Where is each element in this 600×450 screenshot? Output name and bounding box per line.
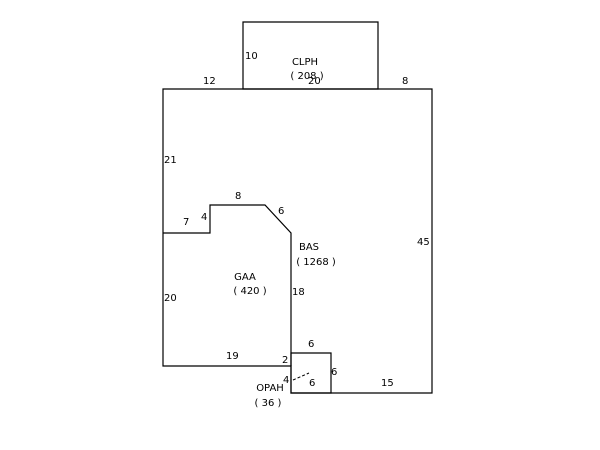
dim-gaa-diag: 6 bbox=[278, 206, 284, 217]
dim-bottom-right: 15 bbox=[381, 378, 394, 389]
dim-porch-bottom: 6 bbox=[309, 378, 315, 389]
clph-sqft-label: ( 208 ) bbox=[290, 71, 323, 82]
dim-gaa-top: 8 bbox=[235, 191, 241, 202]
opah-outline bbox=[290, 352, 332, 394]
gaa-sqft-label: ( 420 ) bbox=[233, 286, 266, 297]
dim-gaa-jog: 2 bbox=[282, 355, 288, 366]
dim-left-upper: 21 bbox=[164, 155, 177, 166]
dim-gaa-right: 18 bbox=[292, 287, 305, 298]
clph-code-label: CLPH bbox=[292, 57, 318, 68]
dim-top-right: 8 bbox=[402, 76, 408, 87]
dim-gaa-bottom: 19 bbox=[226, 351, 239, 362]
dim-gaa-step-vert: 4 bbox=[201, 212, 207, 223]
dim-left-lower: 20 bbox=[164, 293, 177, 304]
opah-sqft-label: ( 36 ) bbox=[255, 398, 282, 409]
dim-clph-bottom: 20 bbox=[308, 76, 321, 87]
bas-code-label: BAS bbox=[299, 242, 319, 253]
gaa-partition bbox=[163, 204, 292, 366]
opah-code-label: OPAH bbox=[256, 383, 284, 394]
main-outline bbox=[162, 88, 433, 394]
gaa-code-label: GAA bbox=[234, 272, 256, 283]
dim-porch-right: 6 bbox=[331, 367, 337, 378]
dim-porch-top: 6 bbox=[308, 339, 314, 350]
opah-leader-line bbox=[292, 372, 310, 381]
dim-clph-left: 10 bbox=[245, 51, 258, 62]
dim-gaa-step-horiz: 7 bbox=[183, 217, 189, 228]
dim-right-side: 45 bbox=[417, 237, 430, 248]
bas-sqft-label: ( 1268 ) bbox=[296, 257, 336, 268]
dim-top-left: 12 bbox=[203, 76, 216, 87]
dim-porch-left: 4 bbox=[283, 375, 289, 386]
